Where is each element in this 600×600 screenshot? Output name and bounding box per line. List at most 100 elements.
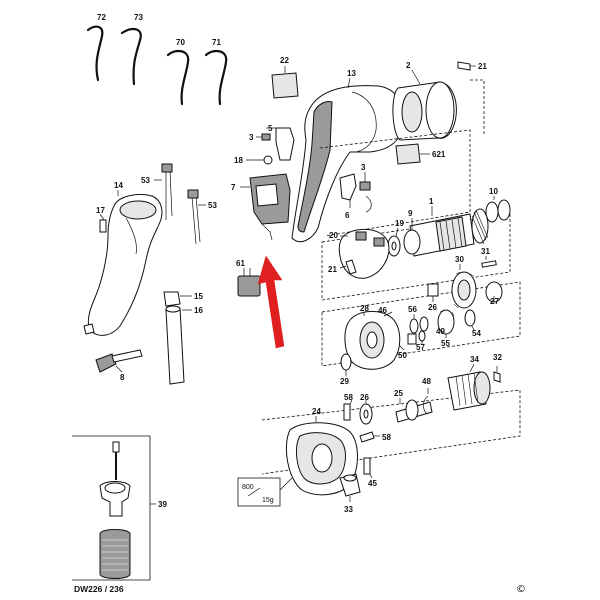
screw-17: 17	[96, 206, 107, 233]
part-number-19: 19	[395, 219, 404, 228]
part-number-58a: 58	[344, 393, 353, 402]
washer-57: 57	[416, 330, 426, 352]
washer-49-label: 49	[436, 327, 445, 336]
washer-19: 19	[387, 219, 404, 257]
circlip-48: 48	[422, 377, 431, 415]
part-number-3b: 3	[361, 163, 366, 172]
part-number-50: 50	[398, 351, 407, 360]
part-number-13: 13	[347, 69, 356, 78]
part-number-57: 57	[416, 343, 425, 352]
pin-49	[407, 333, 417, 345]
part-number-72: 72	[97, 13, 106, 22]
part-number-28: 28	[360, 304, 369, 313]
part-number-73: 73	[134, 13, 143, 22]
part-number-31: 31	[481, 247, 490, 256]
cable-clamp-8: 8	[95, 349, 143, 382]
part-number-27: 27	[490, 297, 499, 306]
copyright-mark: ©	[516, 584, 526, 595]
field-housing-2: 2	[392, 61, 457, 141]
dashed-assembly-line-b	[470, 79, 485, 134]
gear-34: 34	[447, 355, 491, 411]
label-sticker-22: 22	[271, 56, 299, 99]
part-number-61: 61	[236, 259, 245, 268]
label-sticker-621: 621	[395, 143, 446, 165]
wire-spring-71: 71	[204, 38, 228, 106]
part-number-18: 18	[234, 156, 243, 165]
screw-45: 45	[363, 457, 377, 488]
wire-spring-72: 72	[86, 13, 106, 82]
dashed-assembly-line-a	[319, 129, 471, 237]
brush-spring-6: 6	[339, 173, 372, 220]
switch-7: 7	[231, 173, 291, 241]
part-number-33: 33	[344, 505, 353, 514]
bearing-10: 10	[485, 187, 511, 223]
side-handle-14: 14	[87, 181, 163, 336]
knob-33: 33	[339, 473, 361, 514]
pinion-55: 55	[437, 309, 455, 348]
washer-56: 56	[408, 305, 429, 334]
spindle-25: 25	[394, 389, 433, 423]
part-number-34: 34	[470, 355, 479, 364]
washer-29: 29	[340, 353, 352, 386]
screw-21: 21	[457, 61, 487, 71]
part-number-21b: 21	[328, 265, 337, 274]
part-number-15: 15	[194, 292, 203, 301]
grease-callout: 800 15g	[237, 477, 293, 507]
grease-weight: 15g	[262, 497, 274, 504]
screw-50: 50	[398, 345, 407, 360]
bushing-26: 26	[359, 393, 373, 425]
accessory-kit-39: 39 DW226 / 236	[72, 435, 167, 594]
part-number-16: 16	[194, 306, 203, 315]
part-number-55: 55	[441, 339, 450, 348]
screw-32: 32	[493, 353, 502, 383]
part-number-29: 29	[340, 377, 349, 386]
screw-58b: 58	[359, 431, 391, 443]
dashed-gear-group	[321, 281, 521, 367]
part-number-17: 17	[96, 206, 105, 215]
part-number-8: 8	[120, 373, 125, 382]
part-number-14: 14	[114, 181, 123, 190]
part-number-24: 24	[312, 407, 321, 416]
part-number-49: 49	[436, 327, 445, 336]
part-number-39: 39	[158, 500, 167, 509]
part-number-26: 26	[360, 393, 369, 402]
pin-31: 31	[481, 247, 497, 268]
model-label: DW226 / 236	[74, 584, 124, 594]
part-number-22: 22	[280, 56, 289, 65]
commutator-9: 9	[403, 209, 421, 255]
shaft-46: 46	[378, 306, 393, 317]
part-number-58b: 58	[382, 433, 391, 442]
gear-30: 30	[451, 255, 477, 309]
cable-53a: 53	[141, 163, 173, 220]
gear-case-24: 24	[285, 407, 358, 496]
brush-plate-20: 20	[329, 228, 390, 279]
bearing-27: 27	[485, 281, 503, 306]
clamp-15: 15	[163, 291, 203, 307]
part-number-71: 71	[212, 38, 221, 47]
part-number-54: 54	[472, 329, 481, 338]
screw-18: 18	[234, 155, 273, 165]
part-number-32: 32	[493, 353, 502, 362]
part-number-5: 5	[268, 124, 273, 133]
screw-58a: 58	[343, 393, 353, 421]
part-number-45: 45	[368, 479, 377, 488]
cable-53b: 53	[187, 189, 217, 245]
part-number-53a: 53	[141, 176, 150, 185]
part-number-10: 10	[489, 187, 498, 196]
part-number-21: 21	[478, 62, 487, 71]
armature-1: 1	[409, 197, 489, 257]
part-number-9: 9	[408, 209, 413, 218]
depth-rod-16: 16	[165, 305, 203, 385]
wire-spring-73: 73	[120, 13, 143, 86]
gear-housing-28: 28	[344, 304, 401, 370]
part-number-6: 6	[345, 211, 350, 220]
part-number-53b: 53	[208, 201, 217, 210]
brush-holder-5: 5	[266, 124, 295, 161]
part-number-56: 56	[408, 305, 417, 314]
part-number-1: 1	[429, 197, 434, 206]
part-number-20: 20	[329, 231, 338, 240]
dashed-gearbox-group	[261, 389, 521, 475]
part-number-2: 2	[406, 61, 411, 70]
screw-handle-bottom	[83, 323, 95, 335]
